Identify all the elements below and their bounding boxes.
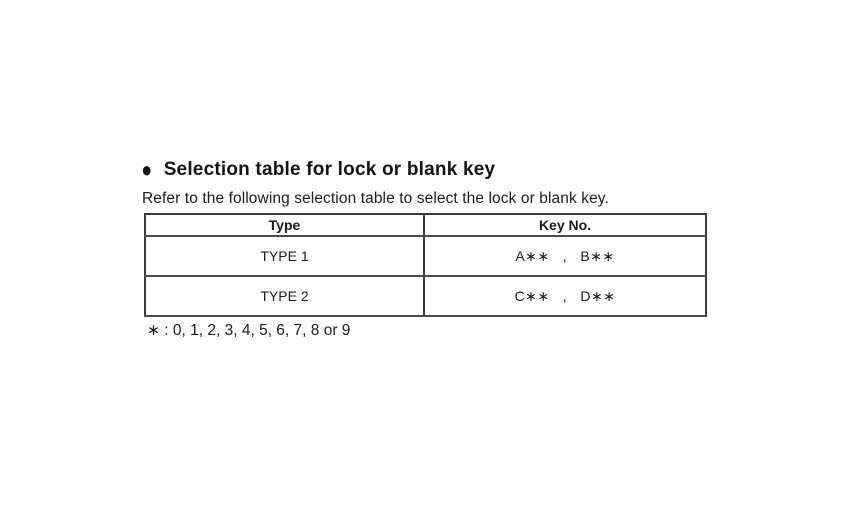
table-row: TYPE 2 C∗∗ , D∗∗: [144, 275, 707, 317]
cell-key-no-2: C∗∗ , D∗∗: [423, 275, 707, 317]
cell-type-2: TYPE 2: [144, 275, 425, 317]
column-header-type: Type: [144, 213, 425, 237]
selection-table: Type Key No. TYPE 1 A∗∗ , B∗∗ TYPE 2 C∗∗…: [144, 213, 707, 317]
column-header-key-no: Key No.: [423, 213, 707, 237]
table-header-row: Type Key No.: [144, 213, 707, 237]
table-row: TYPE 1 A∗∗ , B∗∗: [144, 235, 707, 277]
cell-type-1: TYPE 1: [144, 235, 425, 277]
cell-key-no-1: A∗∗ , B∗∗: [423, 235, 707, 277]
section-heading: ● Selection table for lock or blank key: [141, 159, 495, 181]
section-heading-text: Selection table for lock or blank key: [163, 159, 496, 180]
footnote-text: ∗ : 0, 1, 2, 3, 4, 5, 6, 7, 8 or 9: [147, 322, 351, 339]
bullet-icon: ●: [141, 157, 153, 183]
intro-text: Refer to the following selection table t…: [142, 190, 609, 207]
